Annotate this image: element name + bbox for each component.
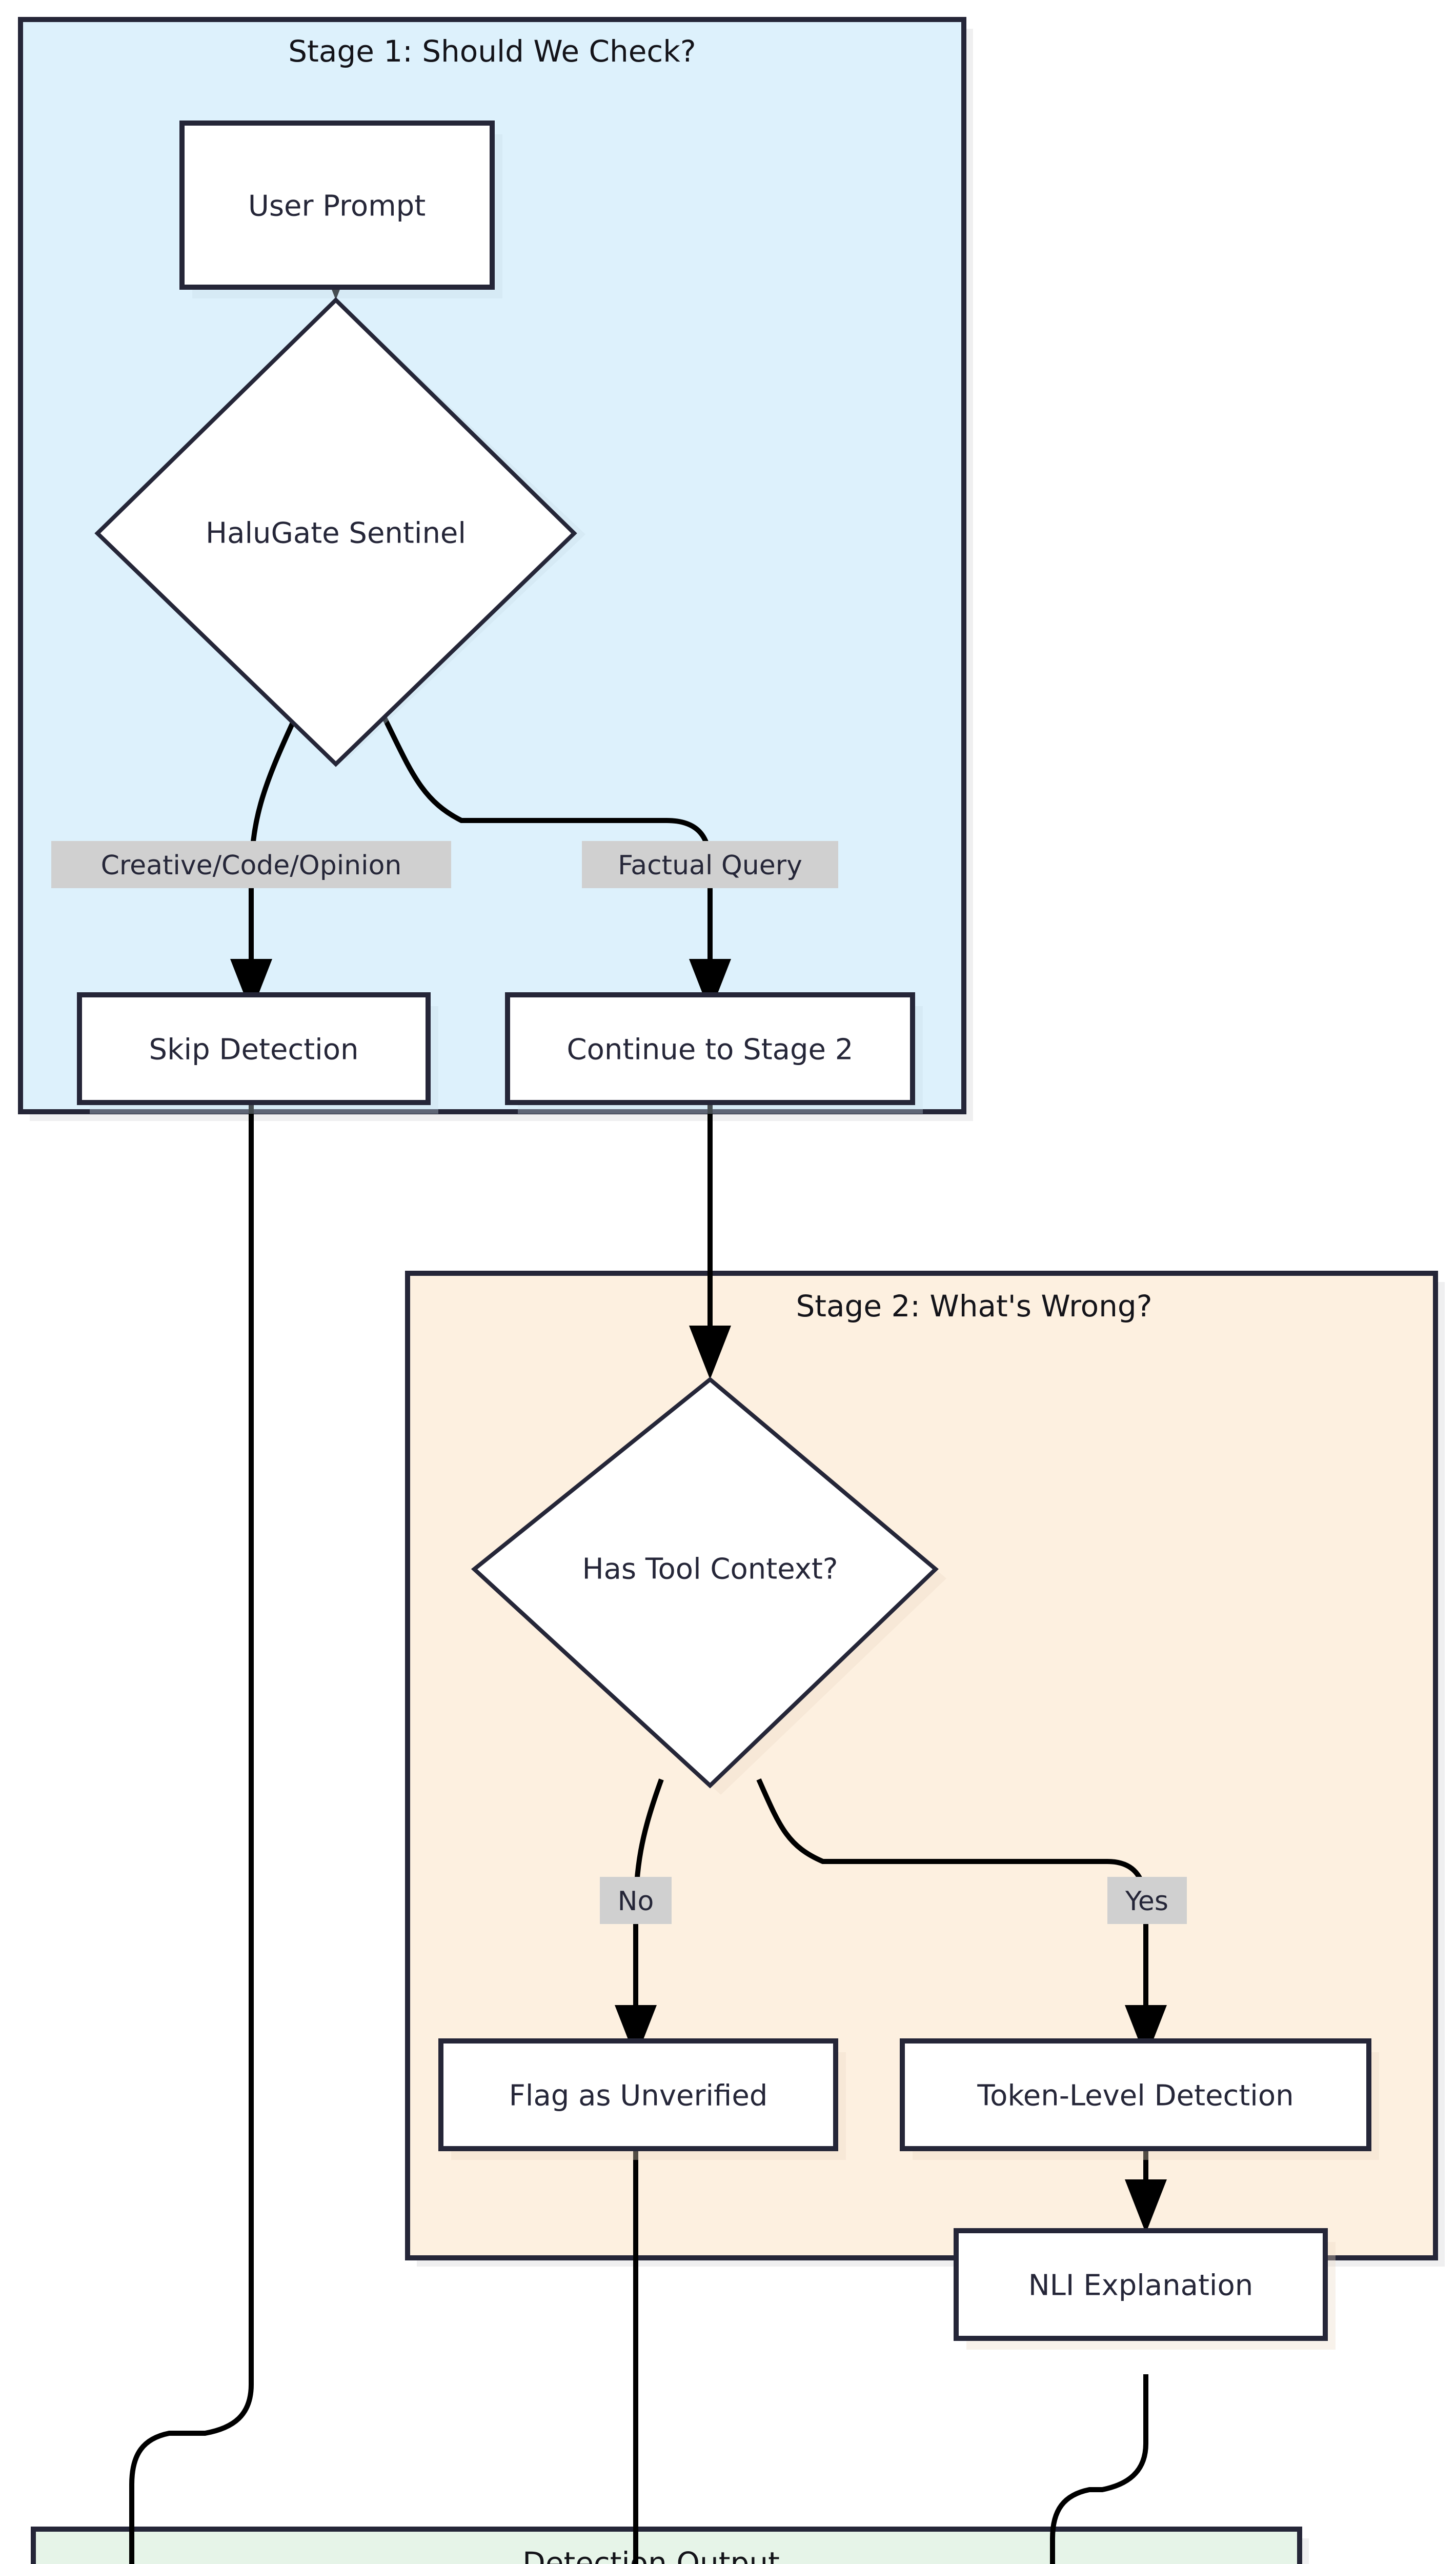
- node-halugate-sentinel[interactable]: HaluGate Sentinel: [94, 297, 585, 767]
- edge-label-yes: Yes: [1107, 1877, 1187, 1924]
- node-nli-explanation[interactable]: NLI Explanation: [954, 2228, 1336, 2350]
- edge-label-yes-text: Yes: [1125, 1886, 1168, 1917]
- edge-token-nli: [1125, 2149, 1167, 2233]
- token-level-detection-label: Token-Level Detection: [977, 2079, 1293, 2113]
- node-continue-to-stage2[interactable]: Continue to Stage 2: [505, 992, 923, 1114]
- stage1-cluster-title: Stage 1: Should We Check?: [288, 34, 696, 69]
- node-token-level-detection[interactable]: Token-Level Detection: [900, 2038, 1379, 2160]
- edge-label-factual: Factual Query: [582, 841, 838, 888]
- edge-label-creative: Creative/Code/Opinion: [51, 841, 451, 888]
- edge-label-factual-text: Factual Query: [618, 850, 802, 881]
- node-flag-as-unverified[interactable]: Flag as Unverified: [438, 2038, 846, 2160]
- node-has-tool-context[interactable]: Has Tool Context?: [471, 1376, 946, 1795]
- edge-label-creative-text: Creative/Code/Opinion: [101, 850, 402, 881]
- edge-label-no-text: No: [618, 1886, 654, 1917]
- flag-as-unverified-label: Flag as Unverified: [509, 2079, 768, 2113]
- edge-flag-warning: [633, 2149, 638, 2564]
- edge-skip-passthrough: [129, 1103, 254, 2564]
- halugate-sentinel-diamond[interactable]: [94, 297, 577, 767]
- has-tool-context-label: Has Tool Context?: [582, 1553, 838, 1586]
- node-user-prompt[interactable]: User Prompt: [179, 121, 502, 298]
- stage2-cluster-title: Stage 2: What's Wrong?: [796, 1289, 1152, 1324]
- continue-to-stage2-label: Continue to Stage 2: [567, 1033, 854, 1067]
- skip-detection-label: Skip Detection: [149, 1033, 359, 1067]
- nli-explanation-box[interactable]: [954, 2228, 1328, 2341]
- output-cluster-title: Detection Output: [522, 2546, 780, 2564]
- user-prompt-label: User Prompt: [248, 190, 426, 223]
- edge-nli-detailedreport: [1050, 2374, 1148, 2564]
- nli-explanation-label: NLI Explanation: [1028, 2269, 1253, 2302]
- edge-label-no: No: [600, 1877, 672, 1924]
- output-cluster-rect: [31, 2527, 1302, 2564]
- token-level-detection-box[interactable]: [900, 2038, 1371, 2151]
- cluster-output: Detection Output: [31, 2527, 1302, 2564]
- node-skip-detection[interactable]: Skip Detection: [77, 992, 438, 1114]
- has-tool-context-diamond[interactable]: [471, 1376, 939, 1789]
- flag-as-unverified-box[interactable]: [438, 2038, 838, 2151]
- skip-detection-box[interactable]: [77, 992, 431, 1105]
- user-prompt-box[interactable]: [179, 121, 495, 290]
- edge-continue-toolcontext: [689, 1103, 731, 1379]
- continue-to-stage2-box[interactable]: [505, 992, 915, 1105]
- halugate-sentinel-label: HaluGate Sentinel: [206, 517, 466, 550]
